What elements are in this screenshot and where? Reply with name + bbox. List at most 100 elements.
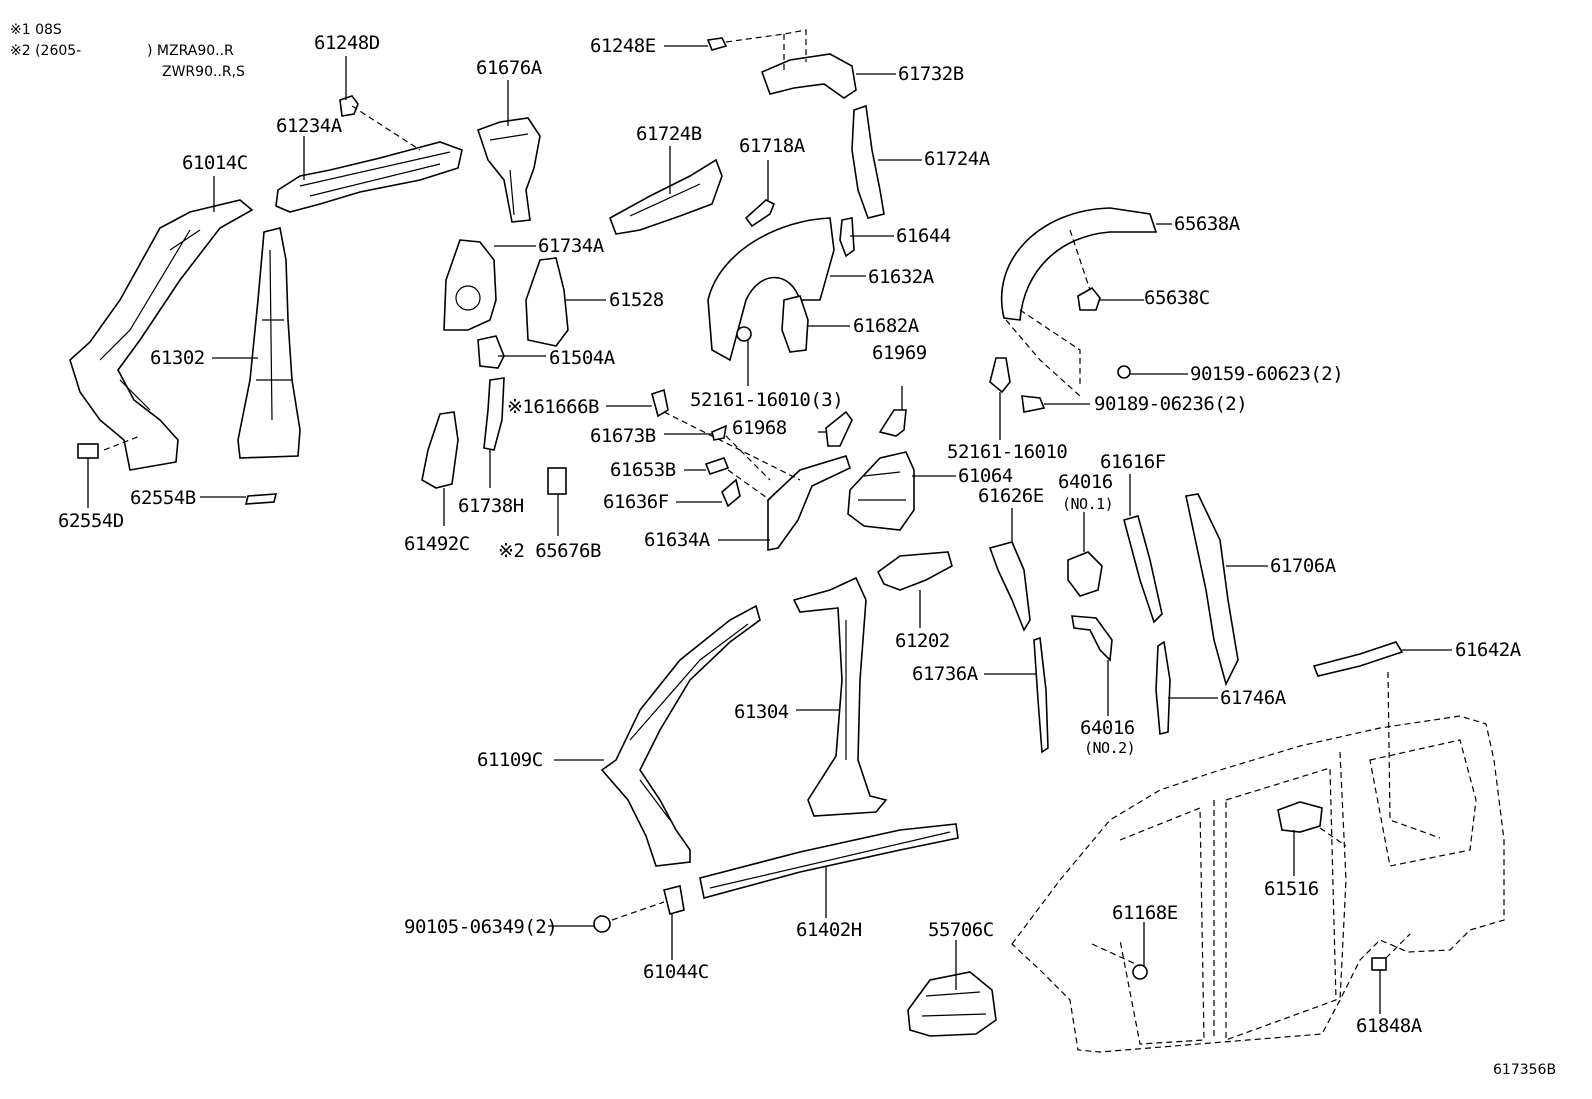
label-61304[interactable]: 61304 xyxy=(734,701,789,723)
part-61014C-shape xyxy=(69,199,254,471)
label-65638C[interactable]: 65638C xyxy=(1144,287,1210,309)
part-61504A-shape xyxy=(477,335,505,369)
label-61969[interactable]: 61969 xyxy=(872,342,927,364)
label-61109C[interactable]: 61109C xyxy=(477,749,543,771)
part-55706C-shape xyxy=(907,971,997,1037)
label-61014C[interactable]: 61014C xyxy=(182,152,248,174)
label-61632A[interactable]: 61632A xyxy=(868,266,934,288)
part-61968-shape xyxy=(825,410,853,447)
note-2-range: ※2 (2605- xyxy=(10,43,82,59)
label-61202[interactable]: 61202 xyxy=(895,630,950,652)
assembly-lines xyxy=(103,29,1441,967)
part-64016-no1-shape xyxy=(1067,551,1103,597)
label-61248D[interactable]: 61248D xyxy=(314,32,380,54)
label-61968[interactable]: 61968 xyxy=(732,417,787,439)
part-61673B-shape xyxy=(711,424,728,441)
part-61724A-shape xyxy=(851,104,885,219)
label-62554B[interactable]: 62554B xyxy=(130,487,196,509)
part-61516-shape xyxy=(1277,801,1323,833)
part-61044C-shape xyxy=(663,885,685,915)
label-52161-16010-3[interactable]: 52161-16010(3) xyxy=(690,389,844,411)
label-61636F[interactable]: 61636F xyxy=(603,491,669,513)
part-61724B-shape xyxy=(609,158,723,235)
leader-lines xyxy=(87,45,1452,1014)
label-61682A[interactable]: 61682A xyxy=(853,315,919,337)
part-61682A-shape xyxy=(781,295,809,353)
part-61848A-shape xyxy=(1371,957,1387,971)
part-52161-3-shape xyxy=(736,326,752,342)
label-64016-no1[interactable]: 64016 xyxy=(1058,471,1113,493)
label-61492C[interactable]: 61492C xyxy=(404,533,470,555)
label-61528[interactable]: 61528 xyxy=(609,289,664,311)
part-90189-shape xyxy=(1021,395,1046,413)
label-61642A[interactable]: 61642A xyxy=(1455,639,1521,661)
label-61626E[interactable]: 61626E xyxy=(978,485,1044,507)
part-90159-shape xyxy=(1117,365,1131,379)
part-61248E-shape xyxy=(706,37,728,51)
part-61718A-shape xyxy=(744,199,776,228)
part-61736A-shape xyxy=(1033,636,1049,754)
label-61644[interactable]: 61644 xyxy=(896,225,951,247)
part-61626E-shape xyxy=(988,541,1031,632)
body-side-outline xyxy=(1011,715,1505,1053)
part-52161-shape xyxy=(989,357,1011,394)
part-61676A-shape xyxy=(476,117,541,223)
part-61732B-shape xyxy=(760,53,857,99)
label-61634A[interactable]: 61634A xyxy=(644,529,710,551)
part-61402H-shape xyxy=(699,823,959,899)
label-65638A[interactable]: 65638A xyxy=(1174,213,1240,235)
part-61302-shape xyxy=(237,227,301,459)
part-61653B-shape xyxy=(704,457,730,475)
part-61706A-shape xyxy=(1185,493,1239,687)
label-61616F[interactable]: 61616F xyxy=(1100,451,1166,473)
part-61734A-shape xyxy=(443,239,497,331)
part-61666B-shape xyxy=(651,388,669,418)
part-61738H-shape xyxy=(483,377,505,451)
label-90105-06349[interactable]: 90105-06349(2) xyxy=(404,916,558,938)
label-61666B[interactable]: ※161666B xyxy=(507,396,600,418)
label-61516[interactable]: 61516 xyxy=(1264,878,1319,900)
note-2-models-a: ) MZRA90..R xyxy=(147,43,234,59)
label-62554D[interactable]: 62554D xyxy=(58,510,124,532)
label-61234A[interactable]: 61234A xyxy=(276,115,342,137)
part-61064-shape xyxy=(847,451,915,531)
label-61653B[interactable]: 61653B xyxy=(610,459,676,481)
part-61109C-shape xyxy=(600,604,761,867)
label-64016-no2-variant: (NO.2) xyxy=(1084,739,1136,757)
part-61636F-shape xyxy=(721,478,741,508)
note-1: ※1 08S xyxy=(10,22,62,38)
label-61724B[interactable]: 61724B xyxy=(636,123,702,145)
label-61064[interactable]: 61064 xyxy=(958,465,1013,487)
label-61248E[interactable]: 61248E xyxy=(590,35,656,57)
part-61746A-shape xyxy=(1155,640,1171,736)
part-90105-shape xyxy=(593,915,611,933)
label-61168E[interactable]: 61168E xyxy=(1112,902,1178,924)
label-61504A[interactable]: 61504A xyxy=(549,347,615,369)
label-61402H[interactable]: 61402H xyxy=(796,919,862,941)
label-90159-60623[interactable]: 90159-60623(2) xyxy=(1190,363,1344,385)
label-52161-16010[interactable]: 52161-16010 xyxy=(947,441,1068,463)
label-61746A[interactable]: 61746A xyxy=(1220,687,1286,709)
label-65676B[interactable]: ※2 65676B xyxy=(498,540,601,562)
label-61732B[interactable]: 61732B xyxy=(898,63,964,85)
label-55706C[interactable]: 55706C xyxy=(928,919,994,941)
label-61724A[interactable]: 61724A xyxy=(924,148,990,170)
label-61736A[interactable]: 61736A xyxy=(912,663,978,685)
label-61044C[interactable]: 61044C xyxy=(643,961,709,983)
label-61673B[interactable]: 61673B xyxy=(590,425,656,447)
part-64016-no2-shape xyxy=(1071,615,1113,662)
label-61848A[interactable]: 61848A xyxy=(1356,1015,1422,1037)
label-90189-06236[interactable]: 90189-06236(2) xyxy=(1094,393,1248,415)
label-61302[interactable]: 61302 xyxy=(150,347,205,369)
label-61676A[interactable]: 61676A xyxy=(476,57,542,79)
part-61644-shape xyxy=(839,217,855,258)
label-61738H[interactable]: 61738H xyxy=(458,495,524,517)
label-64016-no2[interactable]: 64016 xyxy=(1080,717,1135,739)
label-61734A[interactable]: 61734A xyxy=(538,235,604,257)
part-65676B-shape xyxy=(547,467,567,495)
label-61718A[interactable]: 61718A xyxy=(739,135,805,157)
note-2-models-b: ZWR90..R,S xyxy=(162,64,245,80)
part-61304-shape xyxy=(792,576,888,817)
label-61706A[interactable]: 61706A xyxy=(1270,555,1336,577)
